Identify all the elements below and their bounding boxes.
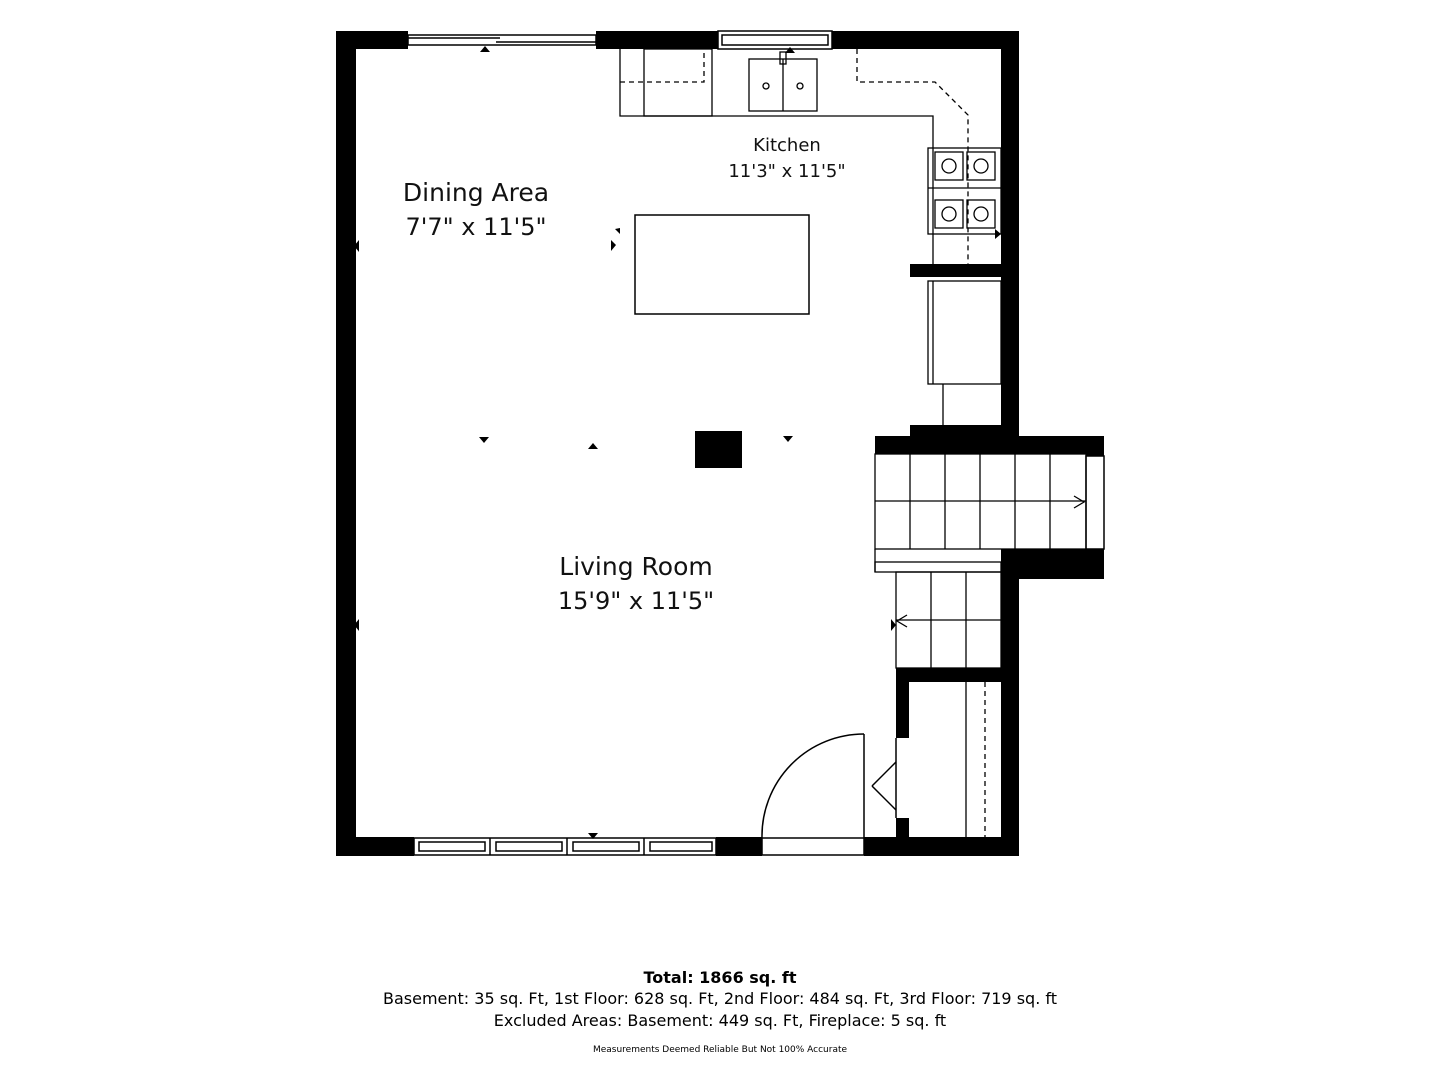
marker	[354, 240, 359, 252]
marker	[588, 443, 598, 449]
wall-bottom-right	[864, 837, 1019, 856]
marker	[785, 47, 795, 53]
markers	[354, 46, 1001, 839]
wall-stair-top	[875, 436, 1104, 454]
marker	[995, 229, 1001, 239]
excluded-areas: Excluded Areas: Basement: 449 sq. Ft, Fi…	[493, 1011, 947, 1030]
closet-door	[871, 738, 897, 818]
wall-bottom-middle	[716, 837, 762, 856]
wall-right-upper	[1001, 31, 1019, 443]
marker	[611, 240, 616, 251]
fireplace	[695, 431, 742, 468]
room-dimensions: 15'9" x 11'5"	[557, 587, 715, 615]
window-top-kitchen	[717, 30, 833, 50]
closet-shelving	[965, 682, 986, 837]
wall-top-left	[336, 31, 408, 49]
wall-left	[336, 31, 356, 856]
entry-door	[761, 733, 865, 856]
stove	[927, 147, 1002, 235]
marker	[354, 619, 359, 631]
window-top-sliding-door	[407, 34, 597, 46]
wall-top-middle	[596, 31, 718, 49]
marker	[891, 619, 896, 631]
kitchen-island	[634, 214, 810, 315]
disclaimer: Measurements Deemed Reliable But Not 100…	[592, 1045, 848, 1055]
room-name: Kitchen	[753, 135, 821, 156]
upper-cabinet	[643, 48, 713, 117]
window-stair	[1085, 455, 1105, 550]
wall-kitchen-pantry	[910, 264, 1019, 277]
pantry-cabinet	[927, 280, 1002, 385]
wall-stair-right-top	[1086, 436, 1104, 456]
floor-breakdown: Basement: 35 sq. Ft, 1st Floor: 628 sq. …	[383, 989, 1057, 1008]
wall-pantry-bottom	[910, 425, 1019, 438]
wall-closet-left-upper	[896, 668, 909, 738]
wall-closet-left-lower	[896, 818, 909, 856]
room-dining: Dining Area 7'7" x 11'5"	[376, 176, 576, 244]
wall-closet-top	[896, 668, 1019, 682]
marker	[615, 228, 620, 234]
windows	[407, 30, 1105, 856]
total-area: Total: 1866 sq. ft	[643, 968, 797, 987]
marker	[588, 833, 598, 839]
room-name: Living Room	[559, 552, 713, 581]
wall-top-right	[832, 31, 1019, 49]
room-living: Living Room 15'9" x 11'5"	[526, 550, 746, 618]
stairs-lower	[895, 571, 1002, 669]
marker	[783, 436, 793, 442]
marker	[480, 46, 490, 52]
room-dimensions: 11'3" x 11'5"	[728, 161, 846, 182]
room-kitchen: Kitchen 11'3" x 11'5"	[707, 133, 867, 185]
wall-bottom-left	[336, 837, 414, 856]
wall-right-lower	[1001, 570, 1019, 856]
kitchen-counters	[619, 48, 1002, 425]
room-name: Dining Area	[402, 178, 550, 207]
stairs-upper	[874, 453, 1087, 573]
room-dimensions: 7'7" x 11'5"	[405, 213, 547, 241]
wall-stair-bottom	[1001, 549, 1104, 579]
exterior-walls	[336, 31, 1104, 856]
window-bottom	[413, 837, 717, 856]
marker	[479, 437, 489, 443]
